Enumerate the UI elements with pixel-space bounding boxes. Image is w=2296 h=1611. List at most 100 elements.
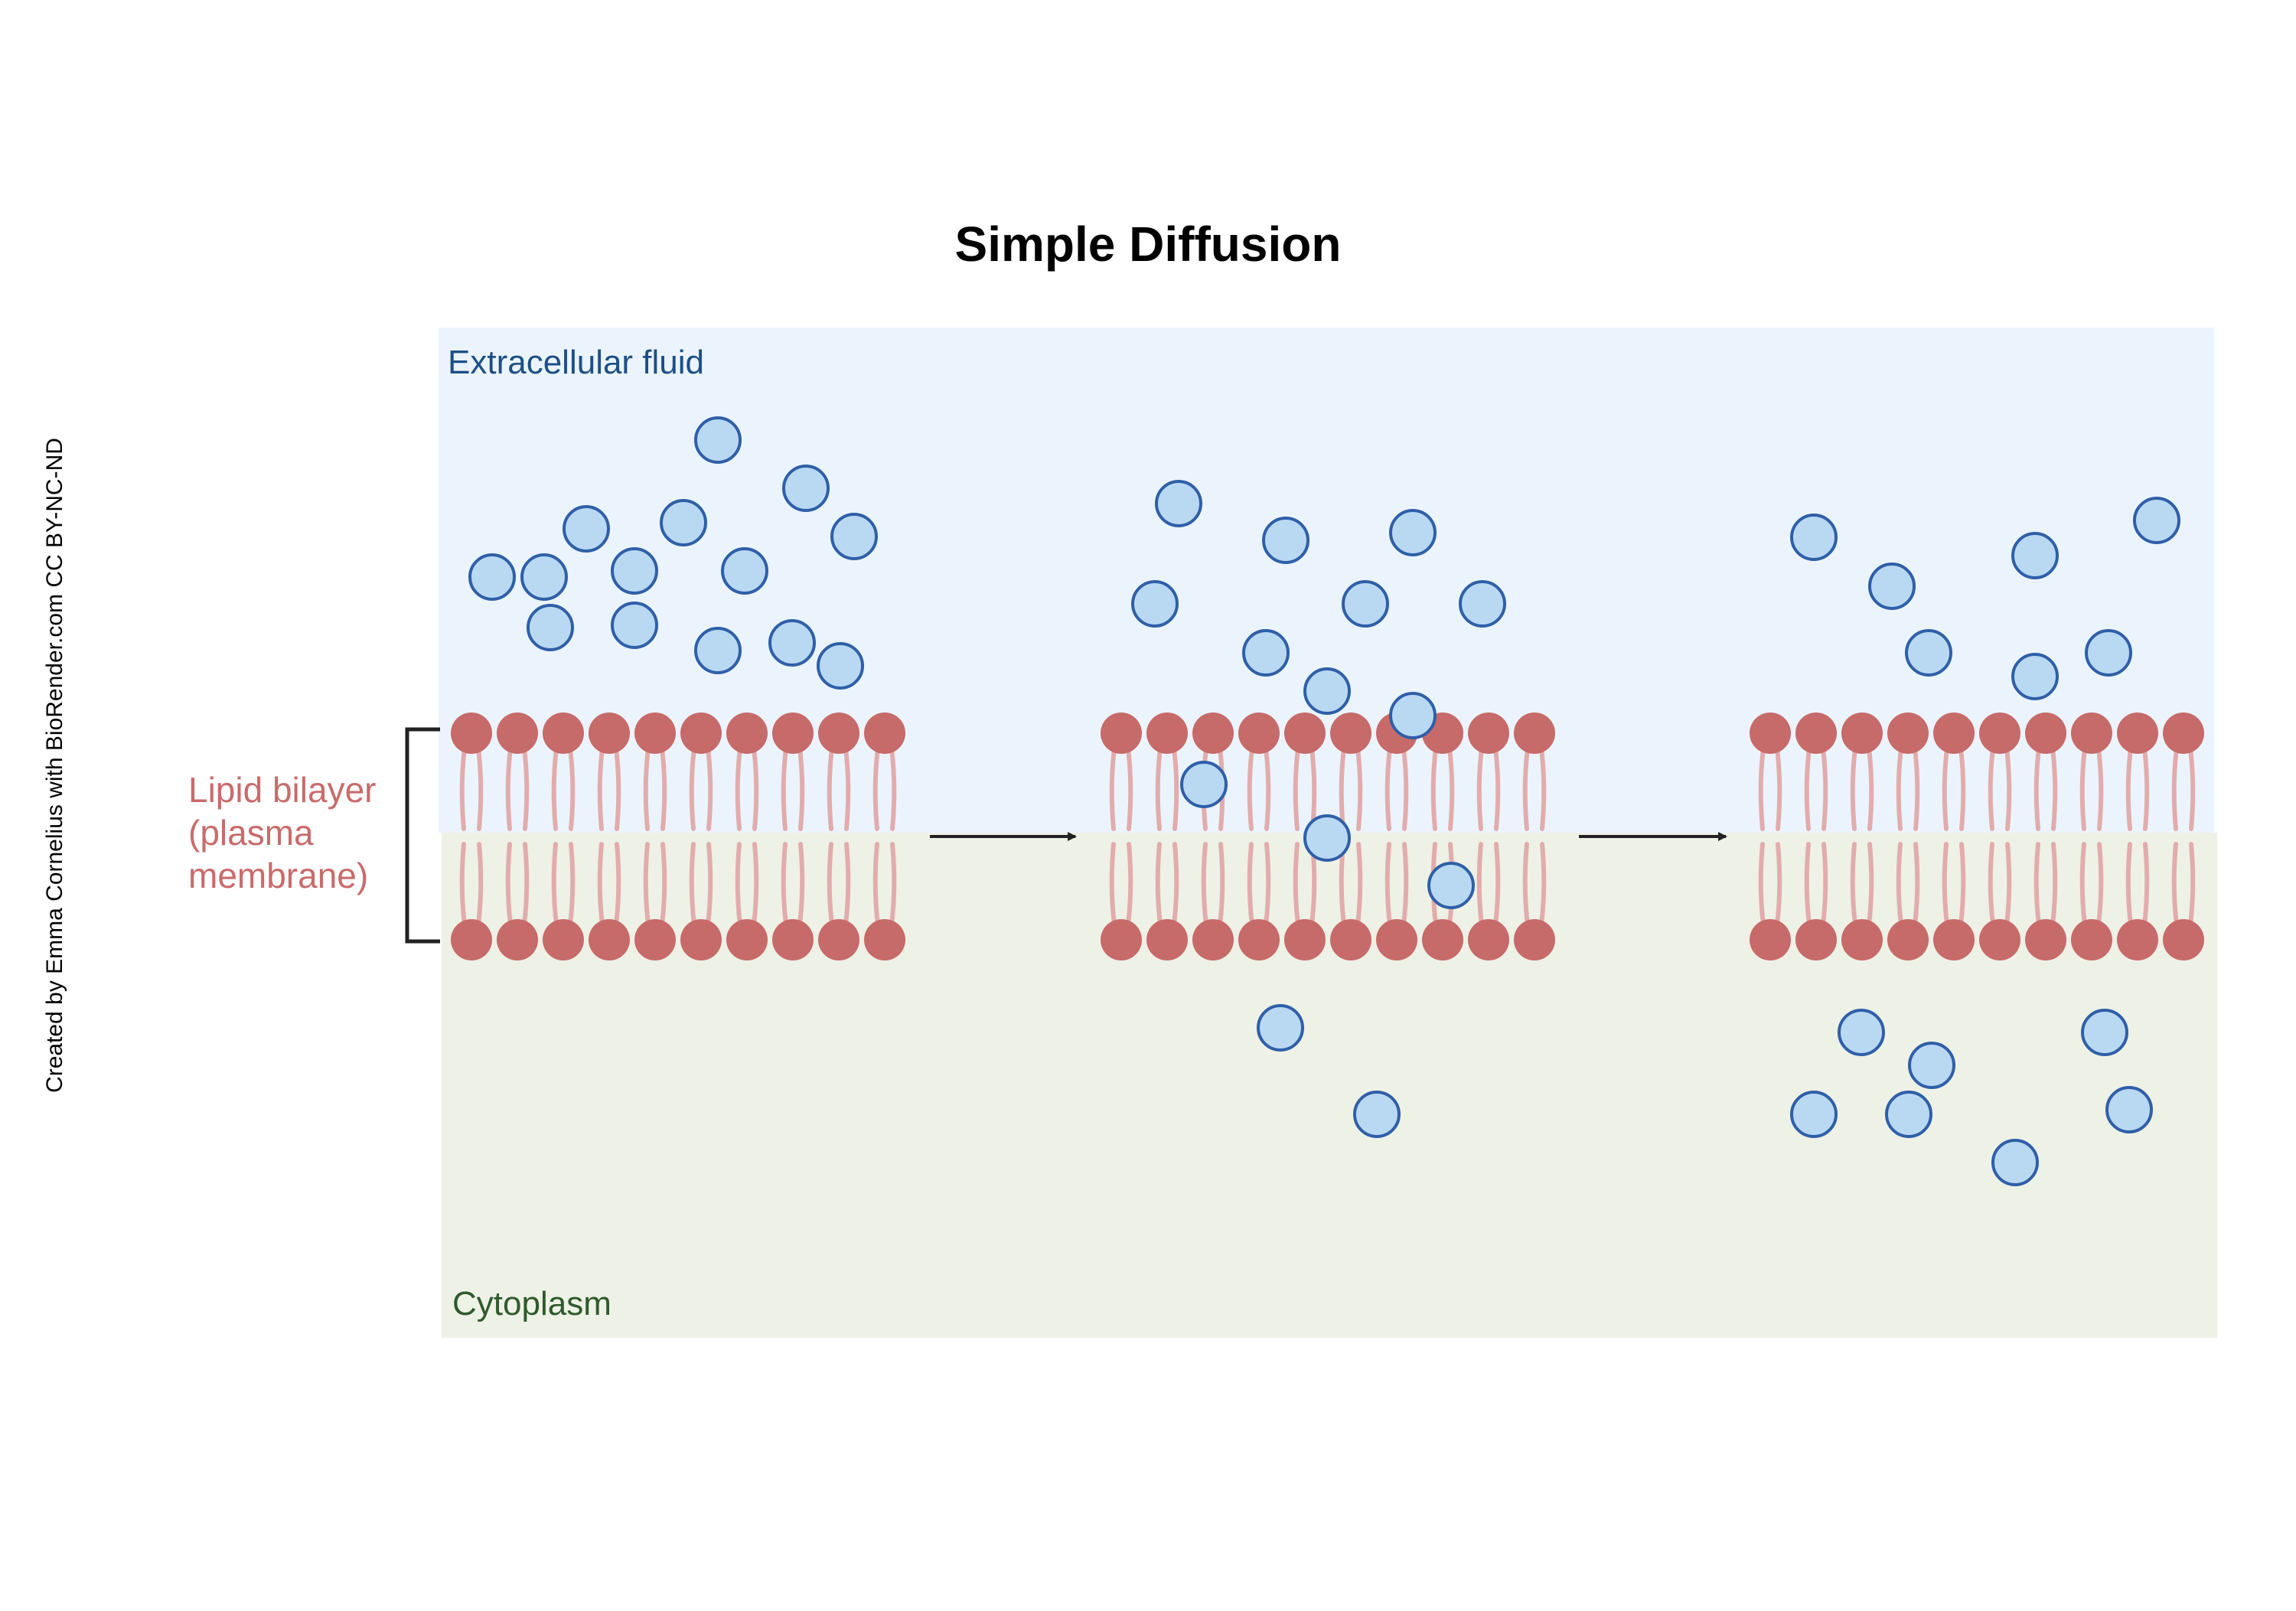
phospholipid-icon bbox=[864, 713, 905, 831]
molecule-icon bbox=[2133, 497, 2180, 544]
phospholipid-icon bbox=[772, 842, 814, 960]
bilayer-label-line-2: (plasma bbox=[188, 813, 314, 853]
bilayer-label-line-1: Lipid bilayer bbox=[188, 770, 376, 810]
molecule-icon bbox=[563, 505, 610, 553]
phospholipid-icon bbox=[864, 842, 905, 960]
credit-label: Created by Emma Cornelius with BioRender… bbox=[42, 438, 67, 1093]
molecule-icon bbox=[527, 604, 574, 651]
phospholipid-icon bbox=[2117, 713, 2158, 831]
phospholipid-icon bbox=[2163, 842, 2204, 960]
phospholipid-icon bbox=[1238, 842, 1280, 960]
cytoplasm-label: Cytoplasm bbox=[452, 1285, 612, 1322]
molecule-icon bbox=[1790, 1091, 1838, 1138]
phospholipid-icon bbox=[1933, 713, 1975, 831]
phospholipid-icon bbox=[497, 842, 538, 960]
phospholipid-icon bbox=[1750, 713, 1791, 831]
molecule-icon bbox=[1303, 667, 1351, 715]
phospholipid-icon bbox=[1238, 713, 1280, 831]
molecule-icon bbox=[768, 619, 816, 667]
bilayer-label: Lipid bilayer (plasma membrane) bbox=[188, 770, 386, 895]
molecule-icon bbox=[2011, 532, 2059, 579]
molecule-icon bbox=[1905, 629, 1952, 677]
phospholipid-icon bbox=[1192, 842, 1234, 960]
molecule-icon bbox=[1790, 514, 1838, 561]
molecule-icon bbox=[1427, 862, 1475, 909]
phospholipid-icon bbox=[451, 842, 492, 960]
phospholipid-icon bbox=[726, 713, 768, 831]
extracellular-label: Extracellular fluid bbox=[448, 344, 704, 381]
molecule-icon bbox=[611, 547, 658, 595]
phospholipid-icon bbox=[2071, 842, 2112, 960]
phospholipid-icon bbox=[1795, 713, 1837, 831]
bracket-icon bbox=[405, 727, 440, 944]
molecule-icon bbox=[2081, 1009, 2128, 1056]
molecule-icon bbox=[1838, 1009, 1885, 1056]
molecule-icon bbox=[1303, 814, 1351, 862]
molecule-icon bbox=[1342, 580, 1389, 628]
molecule-icon bbox=[1262, 517, 1309, 564]
phospholipid-icon bbox=[1284, 842, 1326, 960]
phospholipid-icon bbox=[1376, 842, 1417, 960]
molecule-icon bbox=[2085, 629, 2132, 677]
molecule-icon bbox=[1131, 580, 1179, 628]
molecule-icon bbox=[694, 627, 742, 674]
phospholipid-icon bbox=[772, 713, 814, 831]
phospholipid-icon bbox=[1514, 842, 1555, 960]
phospholipid-icon bbox=[1841, 842, 1883, 960]
phospholipid-icon bbox=[1101, 713, 1142, 831]
lipid-bilayer bbox=[1750, 713, 2204, 960]
phospholipid-icon bbox=[1468, 713, 1509, 831]
phospholipid-icon bbox=[680, 713, 722, 831]
phospholipid-icon bbox=[1887, 713, 1929, 831]
phospholipid-icon bbox=[1330, 842, 1371, 960]
molecule-icon bbox=[1459, 580, 1506, 628]
molecule-icon bbox=[1353, 1091, 1401, 1138]
molecule-icon bbox=[2011, 653, 2059, 700]
phospholipid-icon bbox=[1146, 713, 1188, 831]
phospholipid-icon bbox=[1841, 713, 1883, 831]
phospholipid-icon bbox=[2025, 713, 2066, 831]
phospholipid-icon bbox=[1795, 842, 1837, 960]
phospholipid-icon bbox=[1514, 713, 1555, 831]
molecule-icon bbox=[1389, 509, 1437, 556]
phospholipid-icon bbox=[818, 842, 859, 960]
molecule-icon bbox=[721, 547, 768, 595]
phospholipid-icon bbox=[451, 713, 492, 831]
bilayer-bracket bbox=[405, 727, 440, 944]
phospholipid-icon bbox=[726, 842, 768, 960]
molecule-icon bbox=[1180, 761, 1228, 808]
phospholipid-icon bbox=[589, 713, 630, 831]
lipid-bilayer bbox=[451, 713, 905, 960]
molecule-icon bbox=[1868, 563, 1916, 610]
molecule-icon bbox=[694, 416, 742, 464]
molecule-icon bbox=[468, 553, 516, 601]
phospholipid-icon bbox=[497, 713, 538, 831]
molecule-icon bbox=[2105, 1086, 2153, 1133]
phospholipid-icon bbox=[543, 713, 584, 831]
phospholipid-icon bbox=[2163, 713, 2204, 831]
molecule-icon bbox=[1908, 1042, 1955, 1089]
molecule-icon bbox=[817, 642, 864, 690]
phospholipid-icon bbox=[1933, 842, 1975, 960]
page-title: Simple Diffusion bbox=[954, 217, 1342, 272]
phospholipid-icon bbox=[1887, 842, 1929, 960]
phospholipid-icon bbox=[1979, 842, 2020, 960]
lipid-bilayer bbox=[1101, 713, 1555, 960]
molecule-icon bbox=[1155, 480, 1202, 527]
phospholipid-icon bbox=[1468, 842, 1509, 960]
phospholipid-icon bbox=[2117, 842, 2158, 960]
phospholipid-icon bbox=[543, 842, 584, 960]
phospholipid-icon bbox=[1376, 713, 1417, 831]
molecule-icon bbox=[1885, 1091, 1932, 1138]
phospholipid-icon bbox=[818, 713, 859, 831]
phospholipid-icon bbox=[1146, 842, 1188, 960]
bilayer-label-line-3: membrane) bbox=[188, 856, 368, 895]
phospholipid-icon bbox=[2025, 842, 2066, 960]
phospholipid-icon bbox=[634, 713, 676, 831]
molecule-icon bbox=[660, 499, 707, 546]
molecule-icon bbox=[1242, 629, 1290, 677]
phospholipid-icon bbox=[1101, 842, 1142, 960]
phospholipid-icon bbox=[680, 842, 722, 960]
phospholipid-icon bbox=[1750, 842, 1791, 960]
